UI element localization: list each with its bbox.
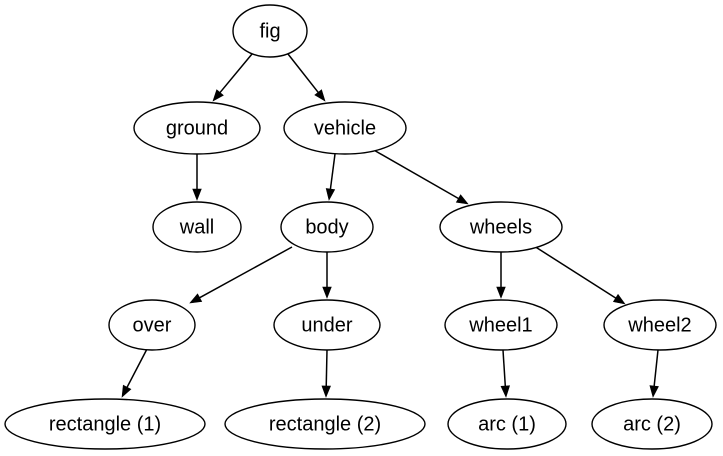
node-rectangle1[interactable]: rectangle (1) [4,398,206,450]
node-body[interactable]: body [280,201,374,253]
node-ellipse-wheels[interactable] [439,201,563,253]
arrowhead-icon [649,385,659,398]
arrowhead-icon [314,89,326,102]
edge-body-to-under [322,252,332,299]
edge-line [502,349,507,388]
edge-wheel2-to-arc2 [649,349,659,398]
edge-line [325,349,328,388]
edge-line [371,148,461,200]
node-arc2[interactable]: arc (2) [591,398,713,450]
arrowhead-icon [189,293,203,304]
arrowhead-icon [212,89,224,102]
edge-line [533,245,618,300]
arrowhead-icon [192,188,202,201]
node-wheels[interactable]: wheels [439,201,563,253]
edge-line [197,246,293,300]
edge-wheels-to-wheel1 [496,252,506,299]
node-ellipse-fig[interactable] [232,4,308,58]
node-ellipse-under[interactable] [273,299,381,351]
arrowhead-icon [612,293,626,305]
node-ellipse-wall[interactable] [152,201,242,253]
node-wheel2[interactable]: wheel2 [603,299,717,351]
edge-line [329,153,336,191]
node-wall[interactable]: wall [152,201,242,253]
arrowhead-icon [321,385,331,398]
edge-ground-to-wall [192,154,202,201]
node-ground[interactable]: ground [133,101,261,155]
node-under[interactable]: under [273,299,381,351]
edge-line [218,53,253,95]
edge-over-to-rectangle1 [121,348,148,398]
edge-under-to-rectangle2 [321,349,331,398]
edge-line [125,348,148,389]
edge-vehicle-to-wheels [371,148,469,205]
node-ellipse-ground[interactable] [133,101,261,155]
node-ellipse-arc1[interactable] [447,398,567,450]
edge-vehicle-to-body [325,153,336,201]
arrowhead-icon [496,286,506,299]
arrowhead-icon [322,286,332,299]
node-ellipse-rectangle2[interactable] [224,398,426,450]
node-ellipse-wheel2[interactable] [603,299,717,351]
node-wheel1[interactable]: wheel1 [444,299,558,351]
arrowhead-icon [121,384,132,398]
nodes-layer: fig ground vehicle wall body wheels over under w… [4,4,717,450]
node-ellipse-body[interactable] [280,201,374,253]
edge-body-to-over [189,246,293,304]
edge-line [653,349,659,388]
node-rectangle2[interactable]: rectangle (2) [224,398,426,450]
node-ellipse-over[interactable] [108,299,196,351]
edges-layer [121,53,659,398]
arrowhead-icon [325,188,336,201]
node-ellipse-wheel1[interactable] [444,299,558,351]
arrowhead-icon [455,194,469,205]
node-ellipse-vehicle[interactable] [283,101,407,155]
node-over[interactable]: over [108,299,196,351]
edge-line [287,53,320,94]
node-ellipse-arc2[interactable] [591,398,713,450]
edge-wheels-to-wheel2 [533,245,626,305]
node-fig[interactable]: fig [232,4,308,58]
edge-fig-to-ground [212,53,253,102]
node-vehicle[interactable]: vehicle [283,101,407,155]
node-ellipse-rectangle1[interactable] [4,398,206,450]
arrowhead-icon [500,385,511,398]
edge-wheel1-to-arc1 [500,349,511,398]
node-arc1[interactable]: arc (1) [447,398,567,450]
edge-fig-to-vehicle [287,53,326,102]
